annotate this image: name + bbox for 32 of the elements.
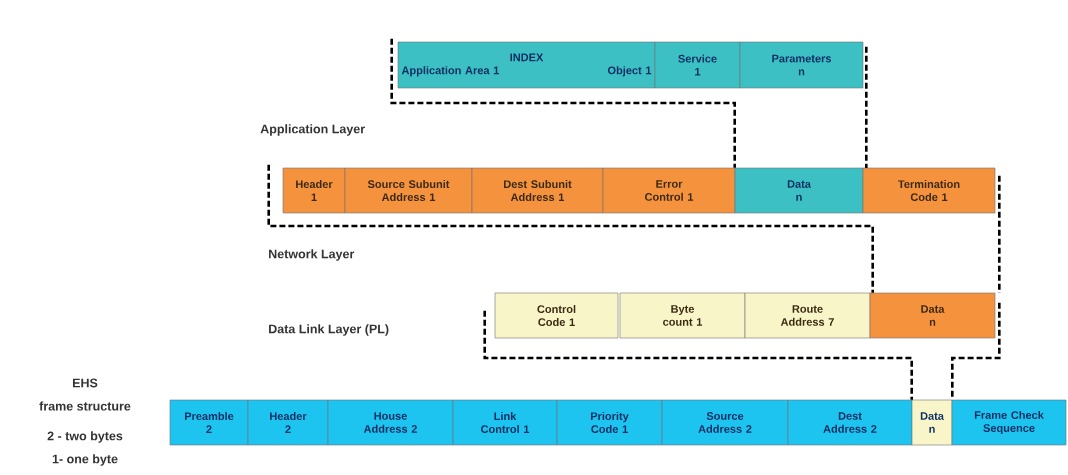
field-cell: Control Code 1 bbox=[494, 292, 619, 339]
dashed-line bbox=[865, 46, 868, 170]
field-cell: Data n bbox=[911, 399, 953, 446]
field-cell: Dest Address 2 bbox=[787, 399, 913, 446]
field-cell: Link Control 1 bbox=[452, 399, 558, 446]
field-cell: Dest Subunit Address 1 bbox=[471, 167, 604, 214]
field-cell: Header 1 bbox=[282, 167, 346, 214]
dashed-line bbox=[390, 38, 736, 168]
dashed-line bbox=[267, 164, 874, 293]
field-cell: Data n bbox=[734, 167, 864, 214]
field-cell: Priority Code 1 bbox=[556, 399, 663, 446]
layer-label: Network Layer bbox=[269, 249, 355, 261]
field-cell: Byte count 1 bbox=[619, 292, 746, 339]
layer-label: Data Link Layer (PL) bbox=[269, 324, 389, 336]
layer-label: Application Layer bbox=[260, 124, 365, 136]
field-cell: Header 2 bbox=[247, 399, 329, 446]
field-cell: Error Control 1 bbox=[602, 167, 736, 214]
field-cell: Frame Check Sequence bbox=[951, 399, 1067, 446]
dashed-line bbox=[483, 310, 913, 400]
field-cell: Parameters n bbox=[739, 41, 864, 89]
dashed-line bbox=[951, 302, 1001, 400]
field-cell: Preamble 2 bbox=[169, 399, 249, 446]
field-cell: House Address 2 bbox=[327, 399, 454, 446]
layer-label: 2 - two bytes bbox=[47, 431, 123, 443]
field-cell: Data n bbox=[869, 292, 996, 339]
field-cell: Route Address 7 bbox=[744, 292, 871, 339]
field-cell: Service 1 bbox=[654, 41, 741, 89]
field-cell: Termination Code 1 bbox=[862, 167, 996, 214]
field-cell: Source Address 2 bbox=[661, 399, 789, 446]
layer-label: frame structure bbox=[39, 401, 131, 411]
layer-label: 1- one byte bbox=[52, 454, 118, 466]
layer-label: EHS bbox=[73, 378, 98, 388]
